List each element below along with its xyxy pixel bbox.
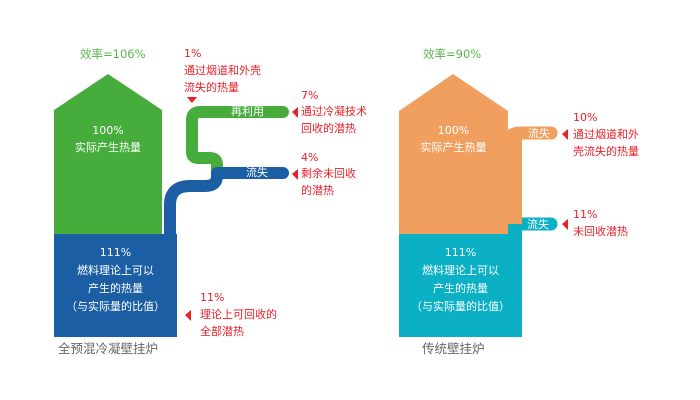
right-note-latent-pct: 11%	[573, 208, 598, 221]
right-efficiency: 效率=90%	[423, 47, 482, 61]
right-theory-pct: 111%	[444, 246, 477, 259]
left-note-reuse-line: 回收的潜热	[301, 122, 356, 135]
right-theory-line: 产生的热量	[433, 282, 488, 295]
left-theory-line: 产生的热量	[88, 282, 143, 295]
orange-actual-heat-arrow	[399, 74, 522, 235]
left-actual-label: 实际产生热量	[75, 141, 141, 154]
left-theory-line: 燃料理论上可以	[77, 264, 154, 277]
left-efficiency: 效率=106%	[80, 47, 146, 61]
green-actual-heat-arrow	[54, 74, 162, 235]
right-caption: 传统壁挂炉	[422, 341, 485, 356]
right-theory-line: 燃料理论上可以	[422, 264, 499, 277]
left-note-flue-line: 流失的热量	[184, 81, 239, 94]
left-note-loss-line: 的潜热	[301, 184, 334, 197]
left-note-reuse-line: 通过冷凝技术	[301, 105, 367, 118]
orange-branch-fill	[508, 132, 522, 152]
left-note-loss-line: 剩余未回收	[301, 167, 356, 180]
right-note-flue-line: 通过烟道和外	[573, 128, 639, 141]
red-marker-down-icon	[187, 97, 197, 103]
blue-theory-heat-block	[54, 234, 177, 337]
right-note-flue-line: 壳流失的热量	[573, 145, 639, 158]
left-note-total-pct: 11%	[200, 291, 225, 304]
left-caption: 全预混冷凝壁挂炉	[58, 341, 159, 356]
right-theory-line: （与实际量的比值）	[411, 300, 510, 313]
right-note-latent-line: 未回收潜热	[573, 225, 628, 238]
left-actual-pct: 100%	[92, 124, 124, 137]
left-theory-line: （与实际量的比值）	[66, 300, 165, 313]
red-marker-left-icon	[562, 129, 568, 140]
blue-loss-pipe	[164, 167, 289, 246]
red-marker-left-icon	[185, 310, 191, 321]
right-actual-label: 实际产生热量	[420, 141, 487, 154]
left-note-total-line: 全部潜热	[200, 325, 244, 338]
left-note-reuse-pct: 7%	[301, 89, 319, 102]
red-marker-left-icon	[562, 219, 568, 230]
cyan-theory-heat-block	[399, 234, 522, 337]
red-marker-left-icon	[292, 107, 298, 118]
green-reuse-pipe	[186, 106, 289, 178]
left-loss-label: 流失	[246, 166, 268, 179]
right-actual-pct: 100%	[437, 124, 470, 137]
cyan-branch-fill	[508, 224, 522, 238]
left-note-flue-line: 通过烟道和外壳	[184, 64, 261, 77]
left-note-flue-pct: 1%	[184, 47, 202, 60]
left-reuse-label: 再利用	[231, 105, 264, 118]
right-loss2-label: 流失	[527, 218, 549, 231]
left-note-total-line: 理论上可回收的	[200, 308, 277, 321]
left-theory-pct: 111%	[99, 246, 132, 259]
red-marker-left-icon	[292, 169, 298, 180]
right-loss1-label: 流失	[528, 127, 550, 140]
left-note-loss-pct: 4%	[301, 151, 319, 164]
right-note-flue-pct: 10%	[573, 111, 598, 124]
